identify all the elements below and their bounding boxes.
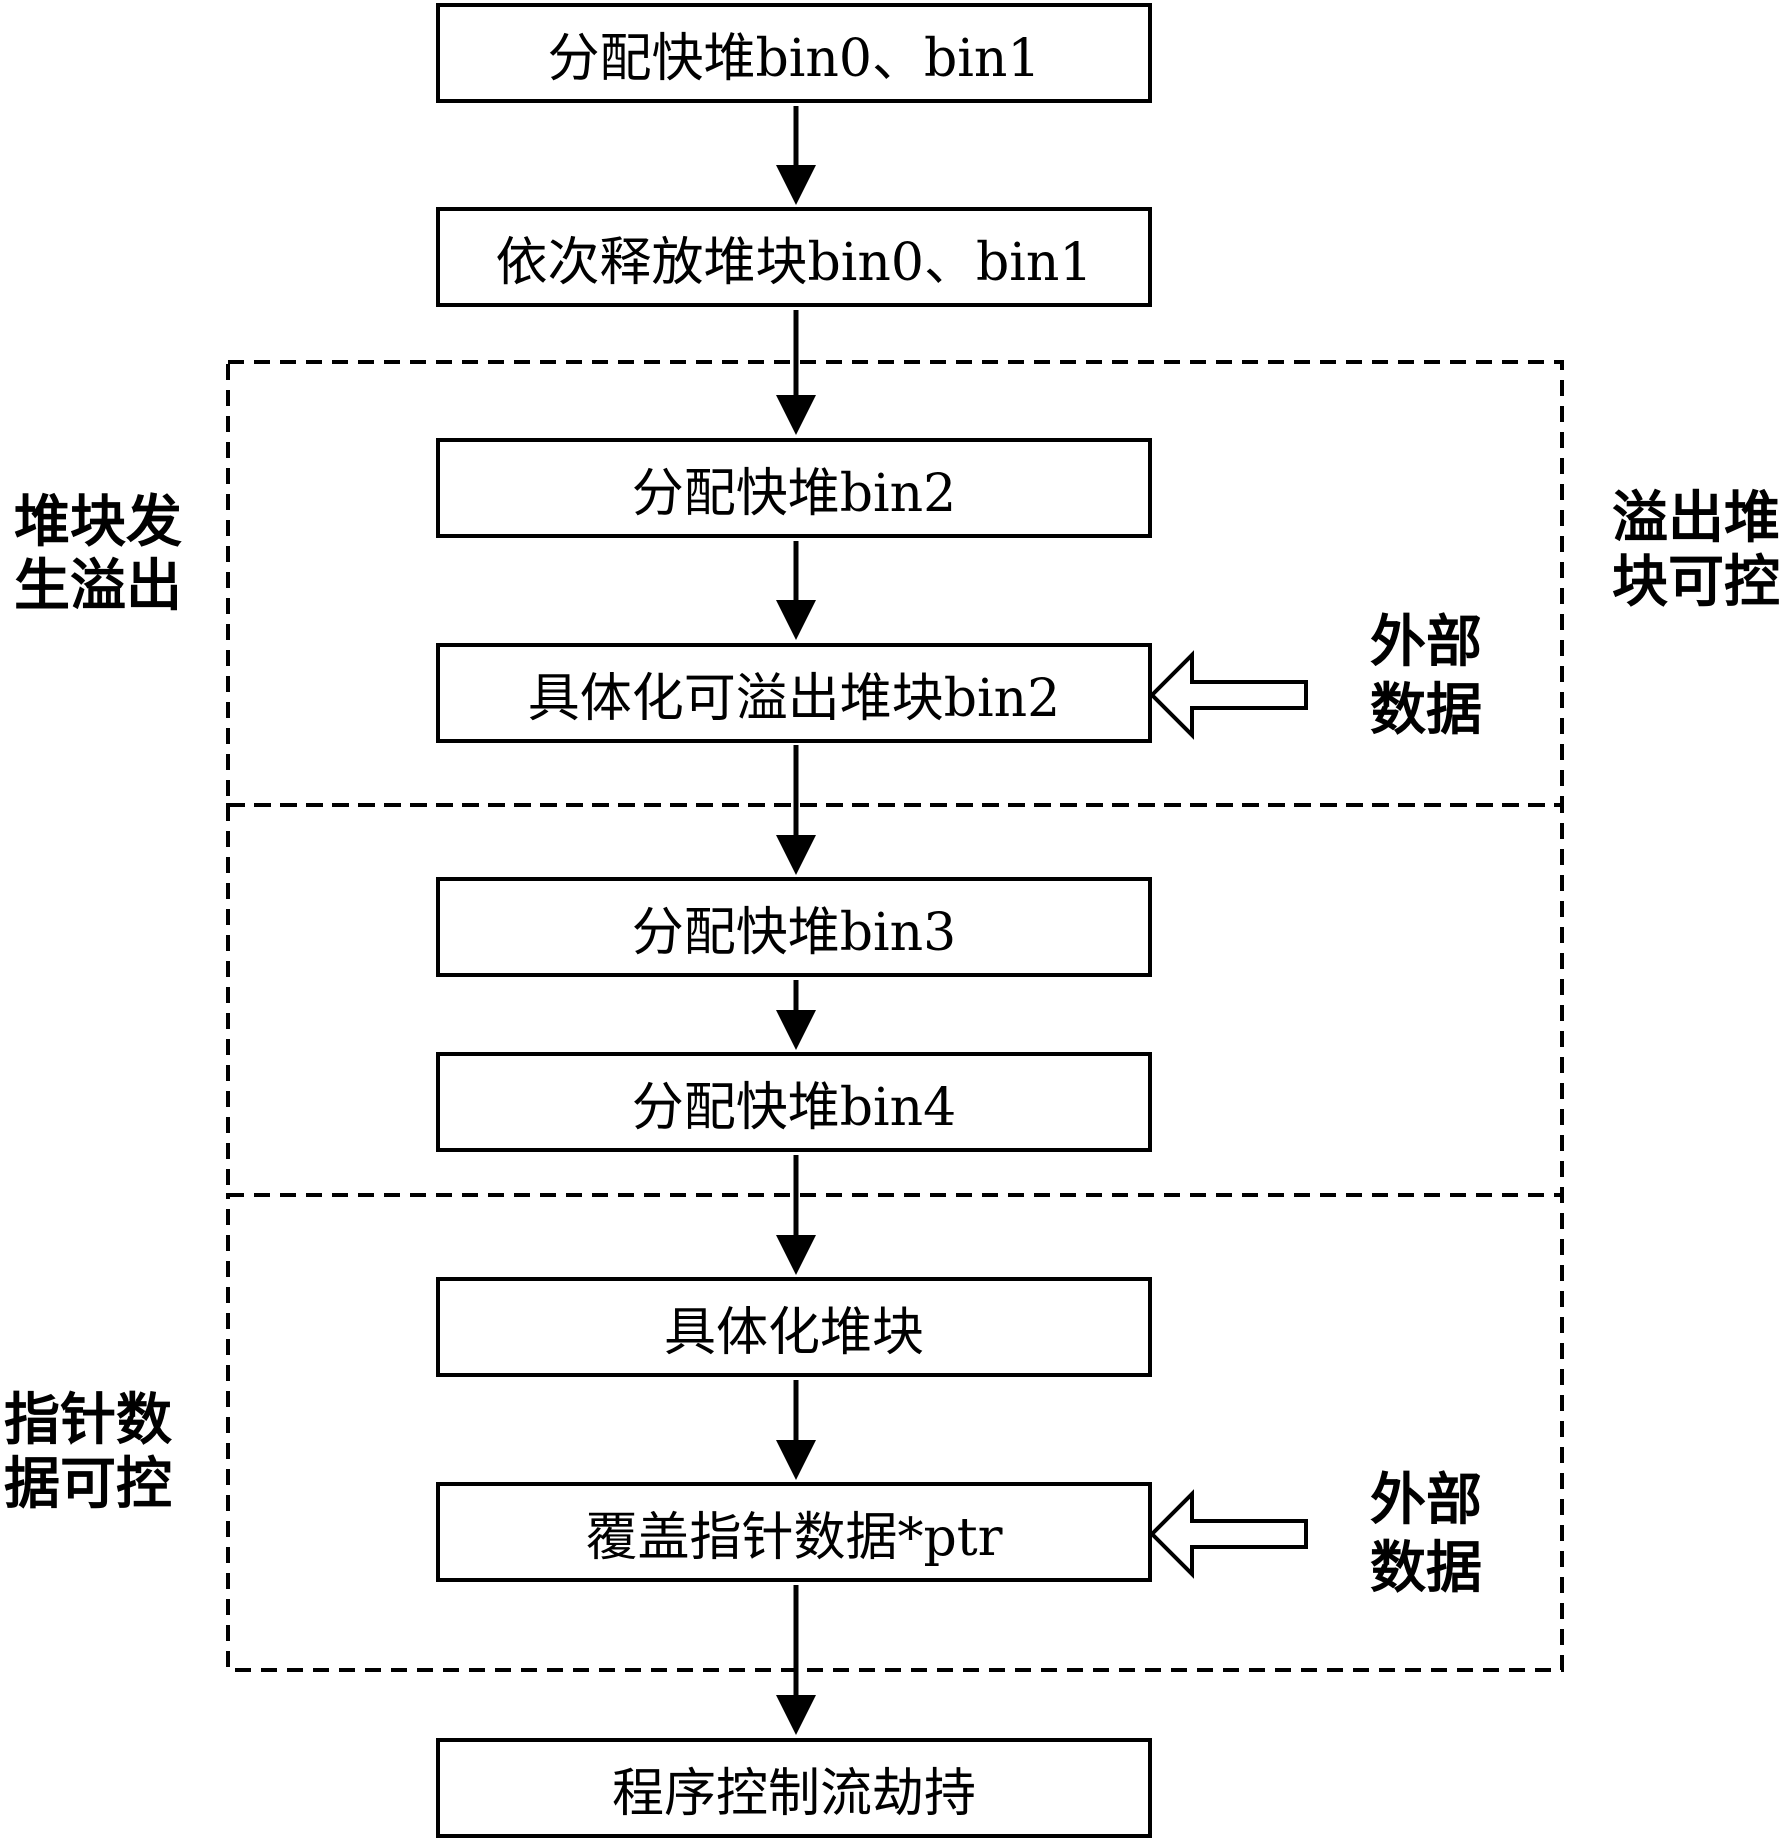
- step-overwrite-pointer: 覆盖指针数据*ptr: [436, 1482, 1152, 1582]
- label-heap-overflow-line1: 堆块发: [14, 489, 182, 555]
- step-allocate-bin0-bin1: 分配快堆bin0、bin1: [436, 3, 1152, 103]
- label-pointer-controllable-line1: 指针数: [4, 1387, 172, 1453]
- label-pointer-controllable-line2: 据可控: [4, 1451, 172, 1517]
- step-allocate-bin3: 分配快堆bin3: [436, 877, 1152, 977]
- label-overflow-chunk-controllable-line2: 块可控: [1612, 549, 1780, 615]
- label-external-data-2: 外部 数据: [1370, 1466, 1482, 1602]
- label-external-data-2-line1: 外部: [1370, 1467, 1482, 1533]
- step-control-flow-hijack: 程序控制流劫持: [436, 1738, 1152, 1838]
- label-external-data-1: 外部 数据: [1370, 608, 1482, 744]
- label-external-data-1-line1: 外部: [1370, 609, 1482, 675]
- flow-arrow-5: [776, 980, 816, 1050]
- dashed-group-allocation: [226, 803, 1564, 1197]
- label-overflow-chunk-controllable-line1: 溢出堆: [1612, 485, 1780, 551]
- step-free-bin0-bin1: 依次释放堆块bin0、bin1: [436, 207, 1152, 307]
- flow-arrow-7: [776, 1380, 816, 1480]
- flow-arrow-8: [776, 1585, 816, 1735]
- label-pointer-controllable: 指针数 据可控: [4, 1388, 172, 1516]
- step-allocate-bin4: 分配快堆bin4: [436, 1052, 1152, 1152]
- label-heap-overflow-line2: 生溢出: [14, 553, 182, 619]
- step-overflowable-bin2: 具体化可溢出堆块bin2: [436, 643, 1152, 743]
- label-overflow-chunk-controllable: 溢出堆 块可控: [1612, 486, 1780, 614]
- step-allocate-bin2: 分配快堆bin2: [436, 438, 1152, 538]
- dashed-group-pointer: [226, 1193, 1564, 1672]
- external-data-arrow-1: [1149, 650, 1308, 740]
- flow-arrow-3: [776, 541, 816, 640]
- dashed-group-overflow: [226, 360, 1564, 807]
- step-materialize-chunk: 具体化堆块: [436, 1277, 1152, 1377]
- external-data-arrow-2: [1149, 1489, 1308, 1579]
- flow-arrow-4: [776, 745, 816, 875]
- label-heap-overflow: 堆块发 生溢出: [14, 490, 182, 618]
- label-external-data-2-line2: 数据: [1370, 1535, 1482, 1601]
- label-external-data-1-line2: 数据: [1370, 677, 1482, 743]
- flow-arrow-2: [776, 310, 816, 435]
- flow-arrow-1: [776, 106, 816, 205]
- flow-arrow-6: [776, 1155, 816, 1275]
